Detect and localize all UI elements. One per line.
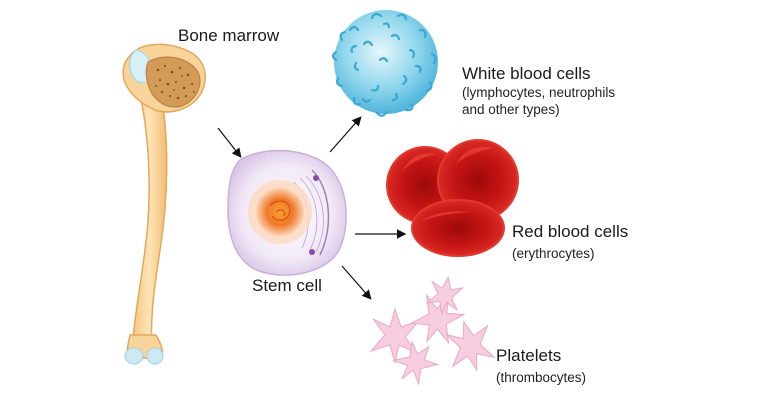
platelet	[425, 275, 465, 316]
red-blood-cells-detail: (erythrocytes)	[512, 246, 595, 261]
arrow-stem-cell-to-white-blood-cells	[329, 116, 362, 153]
stem-cell-illustration	[227, 149, 347, 276]
platelets-illustration	[369, 275, 496, 386]
white-blood-cells-label: White blood cells	[462, 64, 591, 83]
arrow-stem-cell-to-platelets	[341, 265, 372, 300]
bone-marrow-section	[145, 56, 201, 108]
arrows	[217, 116, 407, 300]
stem-cell-nucleus	[256, 188, 304, 236]
white-blood-cells-detail-line1: (lymphocytes, neutrophils	[462, 85, 616, 100]
white-blood-cell-villi	[331, 12, 437, 117]
marrow-texture	[155, 65, 195, 100]
platelet	[409, 293, 466, 345]
white-blood-cell-body	[334, 10, 438, 114]
red-blood-cell-bottom	[411, 199, 505, 257]
bone-shaft	[131, 87, 168, 351]
stem-cell-centrosomes	[309, 175, 319, 255]
red-blood-cell-highlights	[402, 146, 494, 222]
stem-cell-chromatin	[269, 200, 291, 221]
platelet	[444, 320, 496, 372]
red-blood-cells-label: Red blood cells	[512, 222, 629, 241]
arrow-bone-to-stem-cell	[217, 127, 242, 158]
stem-cell-label: Stem cell	[252, 276, 322, 295]
bone-condyle-right	[146, 347, 164, 365]
white-blood-cells-detail-line2: and other types)	[462, 102, 560, 117]
platelet	[392, 339, 440, 386]
bone-illustration	[122, 43, 206, 365]
bone-condyle-left	[124, 347, 144, 365]
platelets-label: Platelets	[496, 346, 562, 365]
platelets-detail: (thrombocytes)	[496, 370, 587, 385]
white-blood-cell-illustration	[331, 10, 438, 117]
red-blood-cells-illustration	[386, 139, 519, 257]
bone-marrow-label: Bone marrow	[178, 26, 280, 45]
